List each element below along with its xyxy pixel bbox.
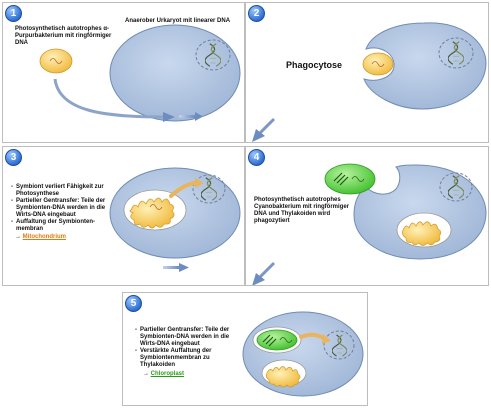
host-nucleus <box>192 174 226 204</box>
step-number-badge: 3 <box>5 149 22 166</box>
step-5-illustration <box>242 311 364 397</box>
step-number-badge: 1 <box>5 5 22 22</box>
thylakoid-icon <box>262 334 277 347</box>
note-item: Symbiont verliert Fähigkeit zur Photosyn… <box>11 184 111 198</box>
note-item: Verstärkte Auffaltung der Symbiontenmemb… <box>135 348 235 369</box>
result-arrow-icon: → <box>15 234 21 240</box>
thylakoid-icon <box>333 172 349 186</box>
folded-symbiont-membrane <box>129 197 175 229</box>
note-item: Partieller Gentransfer: Teile der Symbio… <box>135 327 235 348</box>
step-1-illustration <box>39 24 241 122</box>
ring-dna-icon <box>49 58 63 64</box>
host-cell <box>109 24 241 122</box>
host-cell-engulfing <box>353 164 487 260</box>
step-3-notes: Symbiont verliert Fähigkeit zur Photosyn… <box>11 184 111 233</box>
mitochondrium <box>265 366 301 388</box>
step-5-notes: Partieller Gentransfer: Teile der Symbio… <box>135 327 235 369</box>
ring-dna-icon <box>149 204 163 210</box>
next-step-arrow-head <box>252 273 265 285</box>
ring-dna-icon <box>371 61 385 67</box>
note-item: Auffaltung der Symbionten-membran <box>11 219 111 233</box>
step-3-result: → Mitochondrium <box>15 234 66 241</box>
mitochondrium <box>402 221 442 246</box>
step-2-panel: 2 Phagocytose <box>245 2 489 143</box>
result-arrow-icon: → <box>143 371 149 377</box>
step-arrow-head <box>195 112 203 121</box>
cyanobacterium-label: Photosynthetisch autotrophes Cyanobakter… <box>254 197 350 224</box>
step-5-result: → Chloroplast <box>143 371 184 378</box>
step-arrow-shaft <box>163 266 179 269</box>
step-3-illustration <box>109 167 241 272</box>
step-1-panel: 1 Photosynthetisch autotrophes α-Purpurb… <box>2 2 245 143</box>
gene-transfer-arrow <box>169 181 199 198</box>
phagocytosis-label: Phagocytose <box>286 60 343 70</box>
host-nucleus <box>439 172 473 202</box>
step-4-illustration <box>252 163 487 285</box>
path-arrow-head <box>163 112 175 122</box>
step-number-badge: 4 <box>248 149 265 166</box>
host-nucleus <box>323 330 355 360</box>
step-arrow-shaft <box>179 115 195 118</box>
chloroplast <box>256 329 298 351</box>
step-number-badge: 5 <box>125 295 142 312</box>
gene-transfer-arrow-head <box>195 178 204 188</box>
cyanobacterium <box>324 163 376 195</box>
note-item: Partieller Gentransfer: Teile der Symbio… <box>11 198 111 219</box>
next-step-arrow-line <box>256 261 276 281</box>
path-arrow-line <box>53 78 164 119</box>
next-step-arrow-line <box>256 117 276 137</box>
ring-dna-icon <box>351 176 365 182</box>
step-number-badge: 2 <box>248 5 265 22</box>
step-2-illustration <box>252 22 487 142</box>
chloroplast-label: Chloroplast <box>150 371 185 377</box>
host-nucleus <box>438 37 474 69</box>
step-3-panel: 3 Symbiont verliert Fähigkeit zur Photos… <box>2 146 245 286</box>
step-4-panel: 4 Photosynthetisch autotrophes Cyanobakt… <box>245 146 489 286</box>
host-nucleus <box>195 39 231 71</box>
step-5-panel: 5 Partieller Gentransfer: Teile der Symb… <box>122 292 368 406</box>
host-label: Anaerober Urkaryot mit linearer DNA <box>125 18 231 24</box>
next-step-arrow-head <box>252 129 265 142</box>
gene-transfer-arrow-head <box>322 334 331 344</box>
bacterium-label: Photosynthetisch autotrophes α-Purpurbak… <box>15 26 112 46</box>
step-arrow-head <box>179 263 189 272</box>
ring-dna-icon <box>279 337 293 343</box>
mitochondrium-label: Mitochondrium <box>22 234 66 240</box>
